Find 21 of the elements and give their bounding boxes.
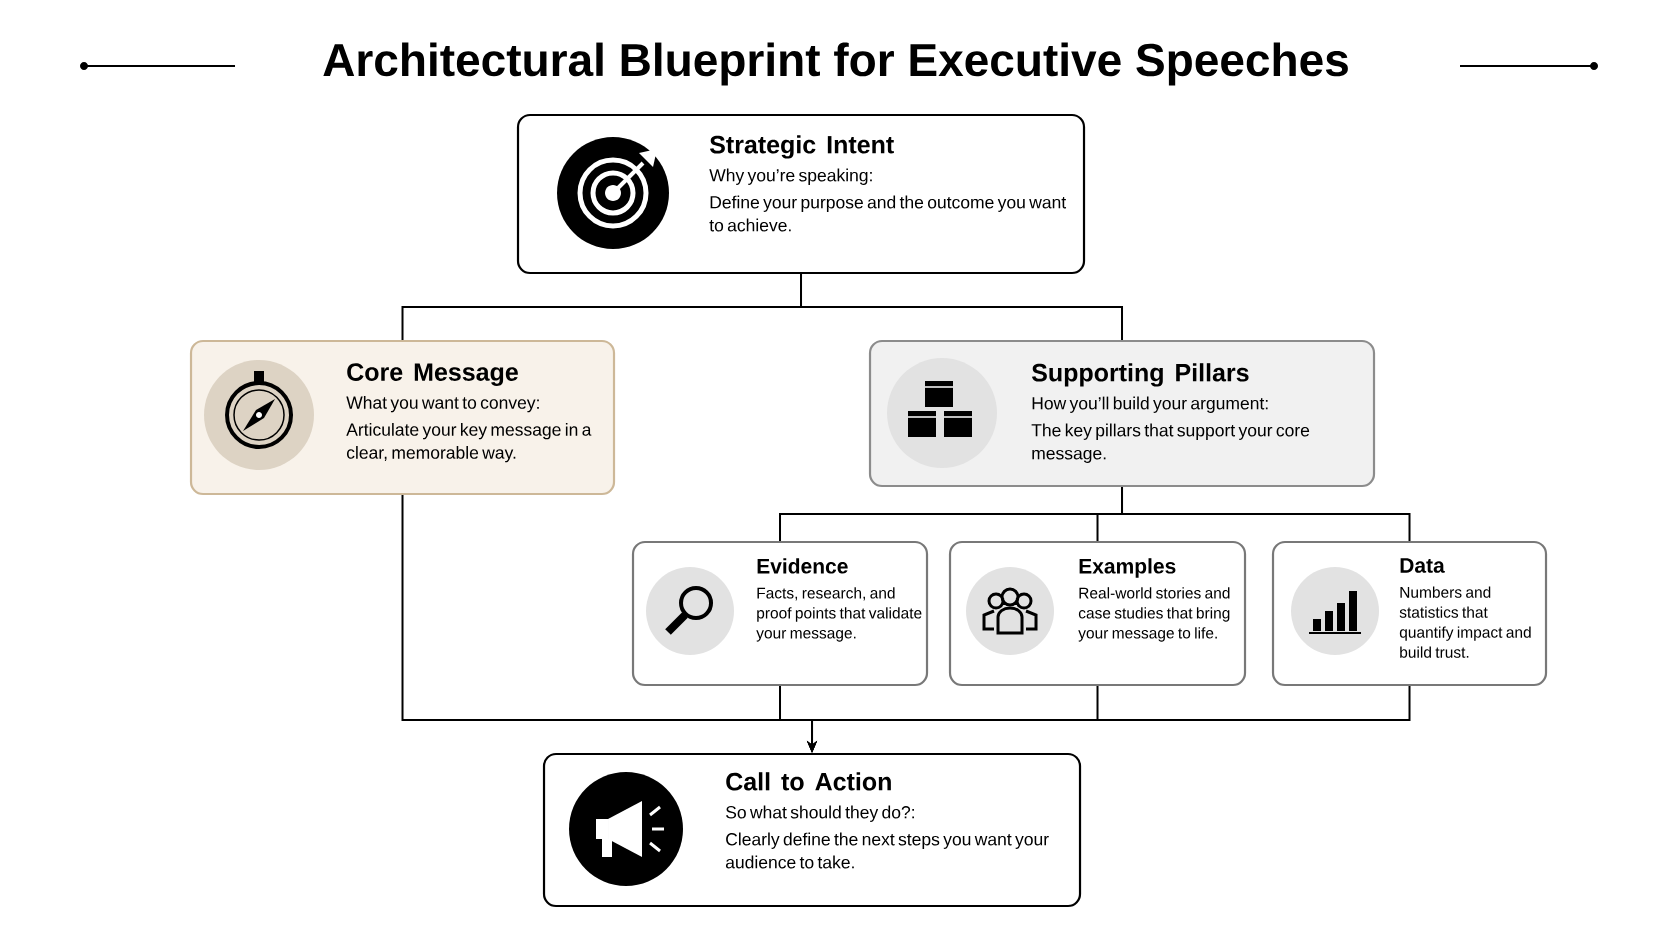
subheading: What you want to convey:: [346, 395, 539, 413]
description: Clearly define the next steps you want your audience to take.: [725, 832, 1049, 869]
connector: [1121, 486, 1411, 542]
connector: [800, 273, 1123, 341]
heading: Supporting Pillars: [1031, 363, 1249, 387]
subheading: How you’ll build your argument:: [1032, 396, 1268, 413]
description: The key pillars that support your core message.: [1031, 423, 1310, 463]
heading: Strategic Intent: [709, 135, 894, 159]
heading: Data: [1400, 558, 1445, 573]
subheading: Why you’re speaking:: [709, 168, 872, 185]
description: Real-world stories and case studies that bring your message to life.: [1078, 587, 1230, 642]
description: Define your purpose and the outcome you want to achieve.: [709, 195, 1067, 232]
description: Articulate your key message in a clear, memorable way.: [346, 422, 592, 463]
heading: Evidence: [757, 558, 848, 574]
subheading: So what should they do?:: [726, 805, 914, 822]
heading: Examples: [1079, 558, 1176, 578]
description: Facts, research, and proof points that validate your message.: [756, 587, 922, 642]
description: Numbers and statistics that quantify impact and build trust.: [1399, 586, 1531, 658]
heading: Call to Action: [726, 772, 891, 791]
heading: Core Message: [347, 363, 518, 386]
title: Architectural Blueprint for Executive Speeches: [323, 42, 1348, 86]
